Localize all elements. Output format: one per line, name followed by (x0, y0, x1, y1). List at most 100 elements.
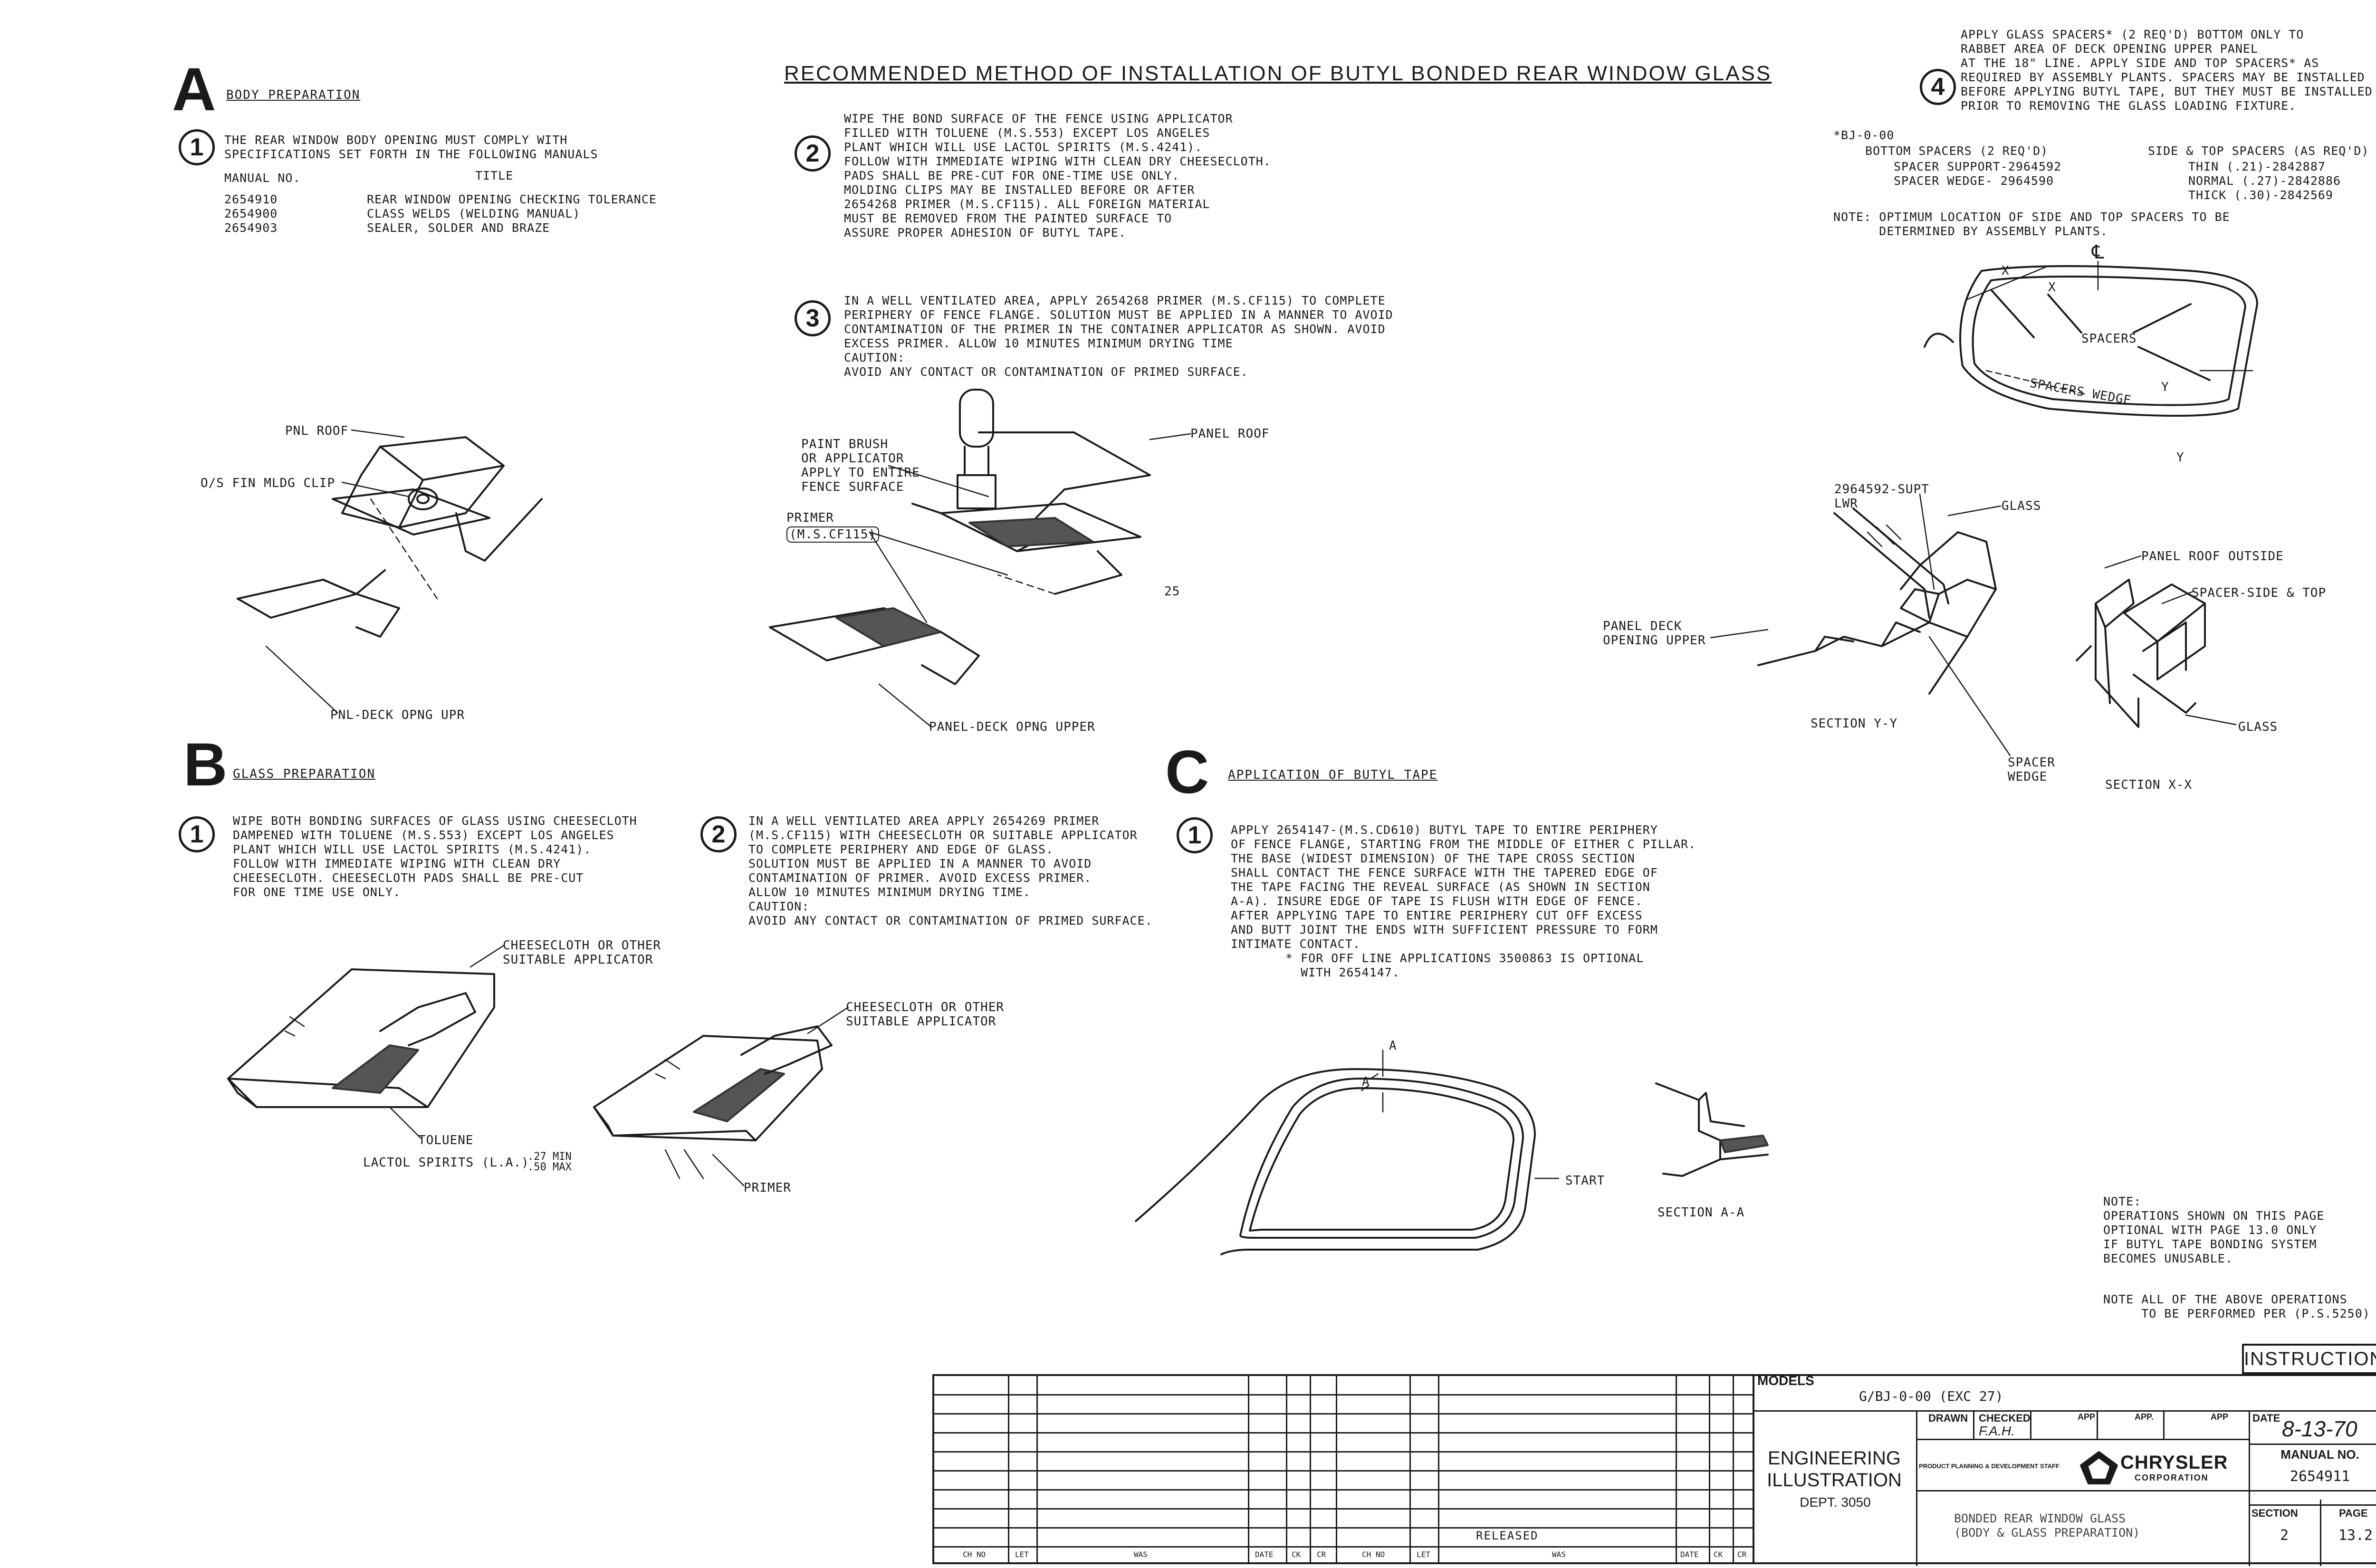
manual-title: SEALER, SOLDER AND BRAZE (367, 221, 550, 235)
page-label: PAGE (2339, 1507, 2368, 1519)
rev-col-line (1336, 1376, 1337, 1562)
manual-no-label: MANUAL NO. (2280, 1447, 2359, 1462)
a-step3-text: IN A WELL VENTILATED AREA, APPLY 2654268… (844, 294, 1393, 379)
leader-line (878, 683, 932, 728)
os-fin-mldg-clip-label: O/S FIN MLDG CLIP (201, 476, 335, 490)
manual-no-value: 2654911 (2290, 1468, 2350, 1485)
section-c-heading: APPLICATION OF BUTYL TAPE (1228, 768, 1438, 782)
rev-col-line (1733, 1376, 1734, 1562)
leader-line (351, 429, 405, 438)
leader-line (888, 465, 989, 497)
a-title-col-header: TITLE (475, 169, 514, 182)
bottom-spacers-heading: BOTTOM SPACERS (2 REQ'D) (1865, 144, 2049, 158)
manual-row: 2654900 CLASS WELDS (WELDING MANUAL) (224, 207, 657, 221)
primer-applicator-illustration (769, 389, 1151, 685)
spacer-location-note: NOTE: OPTIMUM LOCATION OF SIDE AND TOP S… (1833, 210, 2230, 238)
start-label: START (1565, 1174, 1605, 1188)
rev-col-header: CK (1292, 1550, 1301, 1559)
models-label: MODELS (1757, 1373, 1814, 1388)
manual-no: 2654910 (224, 192, 278, 206)
panel-deck-opening-upper-label: PANEL DECK OPENING UPPER (1603, 619, 1706, 648)
leader-line (2185, 714, 2237, 726)
spacer-side-top-label: SPACER-SIDE & TOP (2192, 586, 2327, 600)
butyl-tape-window-illustration (1135, 1049, 1560, 1255)
side-top-spacers-items: THIN (.21)-2842887 NORMAL (.27)-2842886 … (2188, 160, 2341, 202)
panel-roof-label: PANEL ROOF (1190, 427, 1270, 441)
tb-line (2249, 1504, 2376, 1506)
y-label-1: Y (2161, 380, 2169, 394)
leader-line (712, 1154, 745, 1186)
manual-no: 2654903 (224, 221, 278, 235)
glass-label-yy: GLASS (2002, 499, 2041, 513)
primer-spec-label: (M.S.CF115) (786, 526, 880, 543)
corporation-label: CORPORATION (2135, 1473, 2209, 1482)
section-yy-illustration (1757, 507, 1997, 695)
checked-by-signature: F.A.H. (1979, 1424, 2015, 1438)
c-footnote: * FOR OFF LINE APPLICATIONS 3500863 IS O… (1285, 951, 1644, 979)
leader-line (1919, 493, 1935, 590)
rev-col-header: WAS (1134, 1550, 1148, 1559)
panel-roof-outside-label: PANEL ROOF OUTSIDE (2141, 549, 2284, 564)
manual-no: 2654900 (224, 207, 278, 220)
leader-line (2161, 591, 2194, 604)
perform-per-note: NOTE ALL OF THE ABOVE OPERATIONS TO BE P… (2103, 1292, 2370, 1320)
leader-line (1149, 433, 1191, 440)
manual-title: REAR WINDOW OPENING CHECKING TOLERANCE (367, 192, 657, 206)
tb-col-line (2163, 1410, 2165, 1439)
section-a-letter: A (172, 56, 216, 124)
rev-col-line (1310, 1376, 1311, 1562)
drawing-description: BONDED REAR WINDOW GLASS (BODY & GLASS P… (1954, 1511, 2140, 1539)
rev-row-line (934, 1508, 1753, 1510)
page-value: 13.2 (2338, 1527, 2373, 1544)
rev-col-line (1036, 1376, 1038, 1562)
manual-title: CLASS WELDS (WELDING MANUAL) (367, 207, 581, 220)
leader-line (341, 481, 410, 497)
bottom-spacers-items: SPACER SUPPORT-2964592 SPACER WEDGE- 296… (1894, 160, 2062, 188)
app-label-1: APP (2078, 1412, 2096, 1422)
leader-line (1928, 636, 2011, 756)
supt-lwr-label: 2964592-SUPT LWR (1834, 482, 1929, 511)
section-value: 2 (2280, 1527, 2289, 1544)
a-step2-number: 2 (795, 135, 831, 172)
tb-col-line (2030, 1410, 2031, 1439)
glass-wipe-illustration (227, 968, 495, 1108)
engineering-illustration-label: ENGINEERING ILLUSTRATION (1767, 1448, 1902, 1491)
rev-col-header: WAS (1552, 1550, 1566, 1559)
tb-col-line (1973, 1410, 1974, 1439)
b-step1-number: 1 (179, 816, 215, 852)
rev-col-header: CR (1317, 1550, 1326, 1559)
x-label-2: X (2048, 280, 2056, 295)
b-step2-text: IN A WELL VENTILATED AREA APPLY 2654269 … (748, 814, 1153, 927)
section-xx-illustration (2076, 579, 2206, 728)
pnl-roof-label: PNL ROOF (285, 424, 349, 438)
tb-line (1916, 1490, 2376, 1492)
tb-col-line (2097, 1410, 2098, 1439)
cheesecloth-label-1: CHEESECLOTH OR OTHER SUITABLE APPLICATOR (503, 938, 661, 967)
cheesecloth-label-2: CHEESECLOTH OR OTHER SUITABLE APPLICATOR (846, 1000, 1005, 1029)
section-aa-illustration (1655, 1082, 1769, 1177)
rev-row-line (934, 1546, 1753, 1548)
y-label-2: Y (2176, 450, 2184, 465)
optional-operations-note: NOTE: OPERATIONS SHOWN ON THIS PAGE OPTI… (2103, 1195, 2325, 1265)
a-step1-number: 1 (179, 129, 215, 165)
section-xx-label: SECTION X-X (2105, 778, 2193, 792)
pentastar-icon (2080, 1451, 2118, 1484)
tb-col-line (2320, 1500, 2321, 1566)
leader-line (807, 1006, 849, 1034)
spacer-wedge-label: SPACER WEDGE (2008, 755, 2055, 784)
manual-row: 2654910 REAR WINDOW OPENING CHECKING TOL… (224, 192, 657, 207)
app-label-3: APP (2211, 1412, 2229, 1422)
rev-row-line (934, 1489, 1753, 1491)
rev-col-line (1008, 1376, 1009, 1562)
rev-col-header: CR (1737, 1550, 1747, 1559)
leader-line (1947, 505, 2002, 516)
rev-row-line (934, 1432, 1753, 1434)
rev-col-header: CH NO (963, 1550, 986, 1559)
leader-line (389, 1106, 422, 1139)
leader-line (265, 645, 338, 714)
section-yy-label: SECTION Y-Y (1811, 717, 1898, 731)
manual-row: 2654903 SEALER, SOLDER AND BRAZE (224, 221, 657, 235)
title-block: MODELS G/BJ-0-00 (EXC 27) DRAWN CHECKED … (1753, 1373, 2376, 1566)
checked-label: CHECKED (1979, 1412, 2031, 1424)
tb-line (1754, 1410, 2376, 1412)
